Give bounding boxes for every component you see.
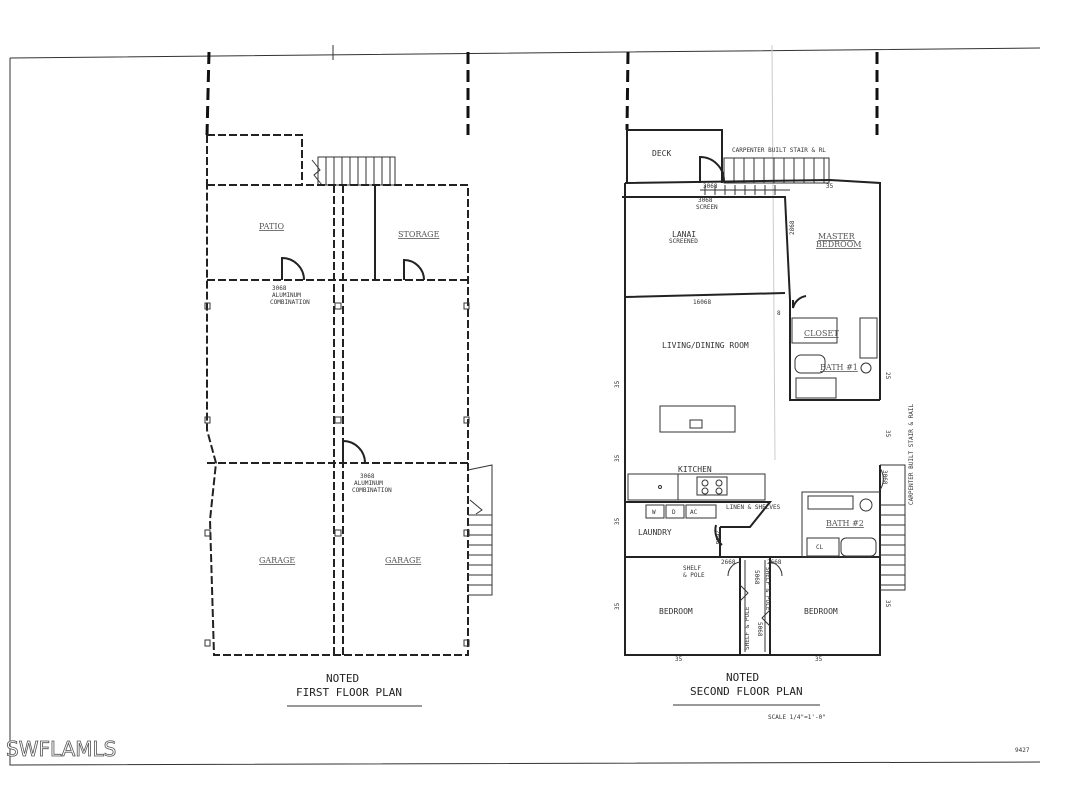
room-label-garage: GARAGE <box>259 556 295 565</box>
laundry-appliances <box>645 504 717 519</box>
svg-text:CL: CL <box>816 544 824 551</box>
svg-text:SCREEN: SCREEN <box>696 204 718 211</box>
room-label-kitchen: KITCHEN <box>678 465 712 474</box>
svg-text:16068: 16068 <box>693 299 711 306</box>
svg-text:3068: 3068 <box>703 183 718 190</box>
room-label-patio: PATIO <box>259 222 284 231</box>
svg-text:35: 35 <box>614 602 621 610</box>
svg-text:SHELF & POLE: SHELF & POLE <box>764 567 771 611</box>
svg-text:SHELF & POLE: SHELF & POLE <box>744 606 751 650</box>
kitchen-island <box>659 405 736 433</box>
stairs-top <box>700 157 830 195</box>
svg-text:COMBINATION: COMBINATION <box>270 299 310 306</box>
room-label-master: MASTER <box>818 232 856 241</box>
svg-text:35: 35 <box>884 430 891 438</box>
room-label-storage: STORAGE <box>398 230 440 239</box>
svg-text:8: 8 <box>777 310 781 317</box>
room-label-bath-1: BATH #1 <box>820 363 858 372</box>
fold-line <box>771 44 776 461</box>
svg-text:AC: AC <box>690 509 698 516</box>
garage-door <box>342 439 366 464</box>
plan-title: FIRST FLOOR PLAN <box>296 686 402 699</box>
svg-text:35: 35 <box>614 454 621 462</box>
svg-text:& POLE: & POLE <box>683 572 705 579</box>
exterior-stair <box>467 464 493 596</box>
svg-text:ALUMINUM: ALUMINUM <box>272 292 301 299</box>
svg-text:3068: 3068 <box>881 470 888 485</box>
room-label-closet: CLOSET <box>804 329 839 338</box>
svg-text:5068: 5068 <box>756 622 763 637</box>
bath-2 <box>801 491 881 558</box>
room-label-deck: DECK <box>652 149 671 158</box>
room-label-bedroom: BEDROOM <box>659 607 693 616</box>
bath-1 <box>794 354 872 399</box>
closet <box>791 317 838 344</box>
scale-note: SCALE 1/4"=1'-0" <box>768 714 826 721</box>
svg-text:D: D <box>672 509 676 516</box>
svg-text:LINEN & SHELVES: LINEN & SHELVES <box>726 504 781 511</box>
svg-text:2868: 2868 <box>789 220 796 235</box>
plan-note: NOTED <box>326 672 359 685</box>
deck <box>626 129 723 183</box>
svg-text:5068: 5068 <box>753 570 760 585</box>
property-line <box>625 51 879 135</box>
svg-text:35: 35 <box>884 600 891 608</box>
svg-text:2668: 2668 <box>767 559 782 566</box>
watermark-logo: SWFLAMLS <box>6 737 116 761</box>
svg-text:CARPENTER BUILT STAIR & RAIL: CARPENTER BUILT STAIR & RAIL <box>908 403 915 505</box>
room-label-living: LIVING/DINING ROOM <box>662 341 749 350</box>
svg-text:W: W <box>652 509 656 516</box>
svg-text:3068: 3068 <box>360 473 375 480</box>
svg-text:SHELF: SHELF <box>683 565 701 572</box>
patio-door <box>281 256 305 281</box>
second-floor-outline <box>624 178 881 656</box>
room-label-laundry: LAUNDRY <box>638 528 672 537</box>
sheet-border <box>9 47 1041 766</box>
first-floor-outline <box>206 184 469 656</box>
svg-text:COMBINATION: COMBINATION <box>352 487 392 494</box>
svg-text:35: 35 <box>815 656 823 663</box>
plan-title: SECOND FLOOR PLAN <box>690 685 803 698</box>
second-floor-plan: DECK CARPENTER BUILT STAIR & RL 3068 306… <box>614 51 915 721</box>
svg-text:35: 35 <box>826 183 834 190</box>
svg-text:35: 35 <box>614 380 621 388</box>
svg-text:2668: 2668 <box>714 530 721 545</box>
first-floor-plan: PATIO STORAGE 3068 ALUMINUM COMBINATION … <box>204 51 493 707</box>
room-label-bedroom: BEDROOM <box>804 607 838 616</box>
kitchen-counter <box>627 473 766 501</box>
room-label-bath-2: BATH #2 <box>826 519 864 528</box>
room-label-garage: GARAGE <box>385 556 421 565</box>
sheet-number: 9427 <box>1015 747 1030 754</box>
svg-text:35: 35 <box>675 656 683 663</box>
svg-text:3068: 3068 <box>272 285 287 292</box>
svg-text:35: 35 <box>614 517 621 525</box>
storage-door <box>403 258 425 281</box>
exterior-stair-right <box>879 464 906 591</box>
svg-text:3068: 3068 <box>698 197 713 204</box>
upper-slab <box>206 134 303 185</box>
property-line <box>205 51 470 136</box>
stair-note: CARPENTER BUILT STAIR & RL <box>732 147 826 154</box>
svg-text:ALUMINUM: ALUMINUM <box>354 480 383 487</box>
svg-text:25: 25 <box>884 372 891 380</box>
room-label-lanai: LANAI <box>672 230 696 239</box>
svg-text:BEDROOM: BEDROOM <box>816 240 861 249</box>
plan-note: NOTED <box>726 671 759 684</box>
stairs <box>311 156 396 186</box>
svg-text:SCREENED: SCREENED <box>669 238 698 245</box>
svg-text:2668: 2668 <box>721 559 736 566</box>
